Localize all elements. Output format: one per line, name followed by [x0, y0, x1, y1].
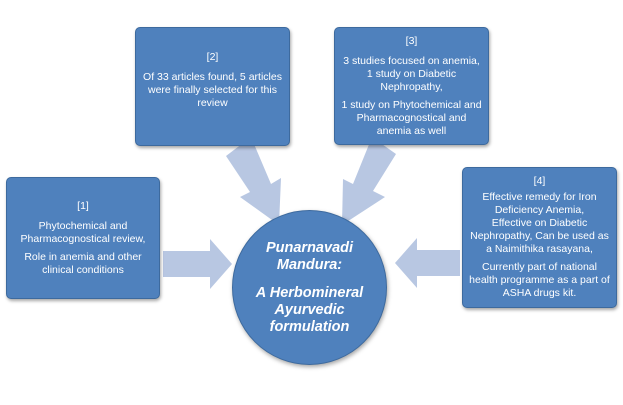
box-1-number: [1] — [77, 200, 89, 212]
box-3-text-1: 3 studies focused on anemia, 1 study on … — [343, 55, 480, 93]
box-3-text-2: 1 study on Phytochemical and Pharmacogno… — [341, 99, 482, 137]
center-title: Punarnavadi Mandura: — [265, 239, 354, 273]
box-4-text-1: Effective remedy for Iron Deficiency Ane… — [482, 191, 597, 216]
box-4: [4] Effective remedy for Iron Deficiency… — [462, 167, 617, 308]
box-1-text-2: Role in anemia and other clinical condit… — [24, 251, 142, 276]
box-2-number: [2] — [206, 51, 219, 63]
center-subtitle: A Herbomineral Ayurvedic formulation — [255, 284, 364, 335]
arrow-from-box3 — [342, 137, 396, 225]
box-4-number: [4] — [533, 175, 546, 187]
arrow-from-box2 — [226, 137, 281, 225]
arrow-from-box1 — [163, 239, 232, 289]
box-4-text-2: Effective on Diabetic Nephropathy, Can b… — [470, 217, 609, 255]
box-2-text-1: Of 33 articles found, 5 articles were fi… — [143, 71, 282, 109]
box-4-text-3: Currently part of national health progra… — [469, 261, 610, 299]
box-2: [2] Of 33 articles found, 5 articles wer… — [135, 27, 290, 146]
box-1-text-1: Phytochemical and Pharmacognostical revi… — [20, 220, 146, 245]
arrow-from-box4 — [395, 238, 460, 288]
box-3-number: [3] — [405, 35, 418, 47]
box-3: [3] 3 studies focused on anemia, 1 study… — [334, 27, 489, 145]
box-1: [1] Phytochemical and Pharmacognostical … — [6, 177, 160, 299]
center-circle: Punarnavadi Mandura: A Herbomineral Ayur… — [232, 210, 387, 365]
